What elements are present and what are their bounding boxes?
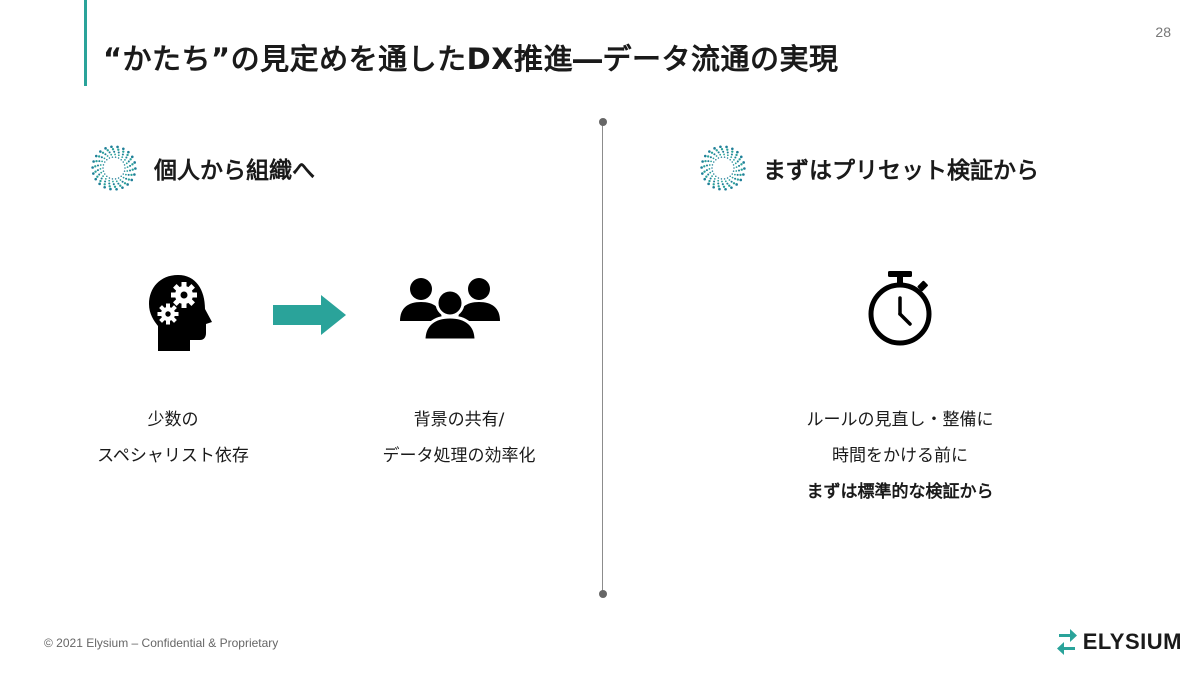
to-caption: 背景の共有/ データ処理の効率化: [370, 402, 548, 474]
spiral-dots-icon: [700, 145, 746, 191]
section-divider: [602, 122, 603, 594]
from-caption-line-1: 少数の: [147, 410, 199, 430]
logo-text: ELYSIUM: [1082, 629, 1182, 654]
divider-bottom-dot: [599, 590, 607, 598]
from-caption: 少数の スペシャリスト依存: [85, 402, 261, 474]
page-title: “かたち”の見定めを通したDX推進―データ流通の実現: [103, 42, 839, 76]
right-arrow-icon: [273, 295, 346, 335]
head-gears-icon: [149, 275, 212, 351]
group-people-icon: [400, 278, 500, 341]
left-heading-text: 個人から組織へ: [154, 158, 315, 184]
right-caption-line-1: ルールの見直し・整備に: [806, 410, 994, 430]
right-section-heading: まずはプリセット検証から: [700, 145, 1039, 191]
to-caption-line-2: データ処理の効率化: [382, 446, 536, 466]
page-number: 28: [1155, 24, 1171, 40]
stopwatch-icon: [868, 271, 932, 346]
copyright-footer: © 2021 Elysium – Confidential & Propriet…: [44, 636, 279, 650]
spiral-dots-icon: [91, 145, 137, 191]
right-heading-text: まずはプリセット検証から: [763, 158, 1039, 184]
right-caption-line-3: まずは標準的な検証から: [806, 482, 994, 502]
right-caption: ルールの見直し・整備に 時間をかける前に まずは標準的な検証から: [776, 402, 1024, 510]
title-accent-bar: [84, 0, 87, 86]
elysium-logo-icon: [1056, 629, 1077, 655]
to-caption-line-1: 背景の共有/: [413, 410, 505, 430]
elysium-logo: ELYSIUM: [1055, 628, 1182, 656]
right-caption-line-2: 時間をかける前に: [832, 446, 968, 466]
divider-top-dot: [599, 118, 607, 126]
left-section-heading: 個人から組織へ: [91, 145, 315, 191]
from-caption-line-2: スペシャリスト依存: [97, 446, 249, 466]
